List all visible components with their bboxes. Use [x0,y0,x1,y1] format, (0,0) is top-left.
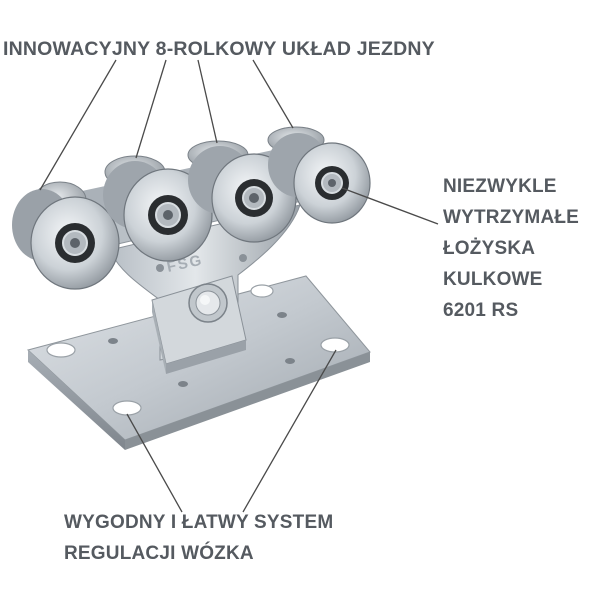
leader-line-top [135,59,167,159]
annotation-bearings-line: NIEZWYKLE [443,176,557,197]
front-wheel [12,189,120,290]
annotation-bearings-line: 6201 RS [443,300,519,321]
front-wheel [268,133,371,224]
leader-line-top [197,59,218,144]
annotation-bearings-line: WYTRZYMAŁE [443,207,580,228]
adjustment-bracket [151,275,247,374]
mounting-hole [112,400,142,416]
mounting-hole [320,337,350,353]
annotation-adjustment-line: WYGODNY I ŁATWY SYSTEM [64,512,334,533]
leader-lines [39,59,439,513]
leader-line-bottom [242,349,337,513]
leader-line-top [252,59,294,129]
annotation-bearings-line: ŁOŻYSKA [443,238,536,259]
leader-line-top [39,59,117,191]
adjustment-bolt [188,283,228,323]
front-wheels [12,133,371,290]
leader-line-right [341,187,439,225]
annotation-bearings-line: KULKOWE [443,269,543,290]
mounting-hole [46,342,76,358]
front-wheel [103,161,213,262]
annotation-adjustment: WYGODNY I ŁATWY SYSTEM REGULACJI WÓZKA [64,507,333,569]
annotation-adjustment-line: REGULACJI WÓZKA [64,543,254,564]
annotation-bearings: NIEZWYKLE WYTRZYMAŁE ŁOŻYSKA KULKOWE 620… [443,171,579,326]
annotation-drive-system: INNOWACYJNY 8-ROLKOWY UKŁAD JEZDNY [3,38,435,60]
leader-line-bottom [126,413,183,513]
mounting-hole [250,284,274,298]
